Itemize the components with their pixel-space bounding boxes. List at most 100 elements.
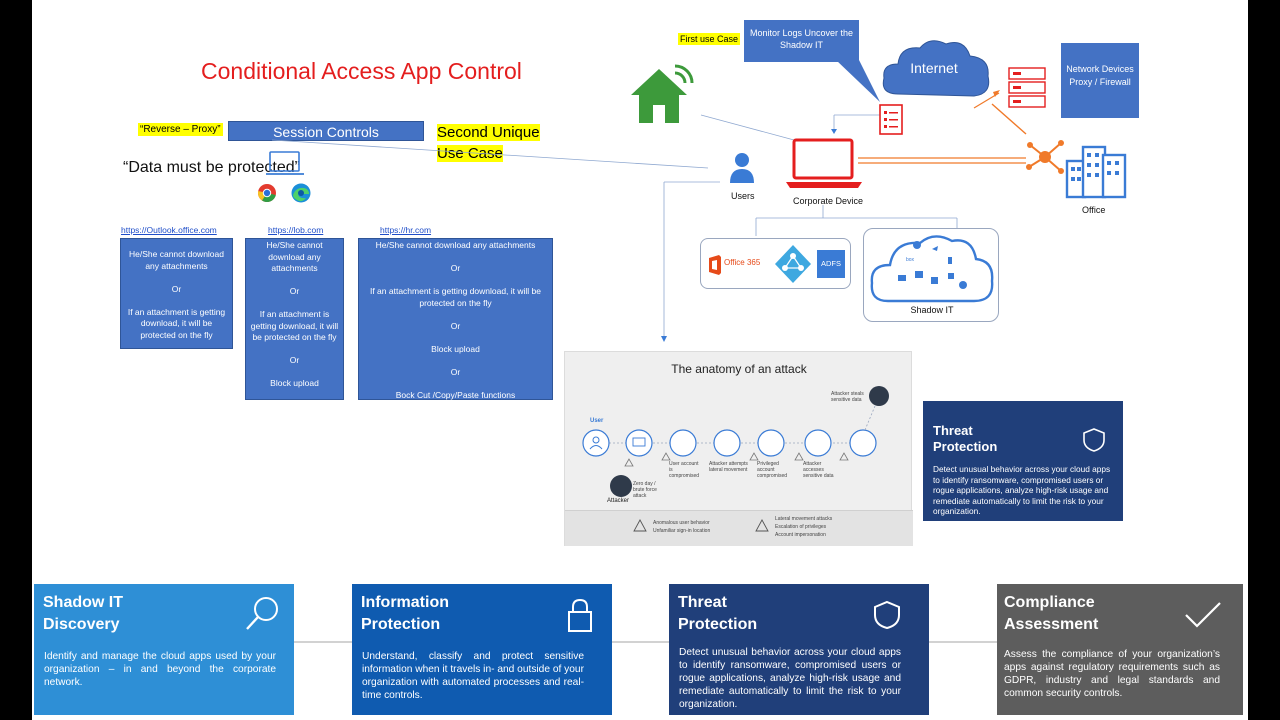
adfs-badge: ADFS [817, 250, 845, 278]
office-label: Office [1082, 205, 1106, 215]
policy-line: Or [171, 283, 182, 294]
attacker-label: Attacker [607, 498, 630, 504]
arrow-head [993, 90, 1000, 97]
arrow-head [661, 336, 667, 342]
lock-icon [568, 598, 592, 632]
log-file-icon [879, 104, 903, 135]
card-compliance-assessment: Compliance Assessment Assess the complia… [997, 584, 1243, 715]
site-url-outlook[interactable]: https://Outlook.office.com [121, 225, 217, 235]
arrow-head [831, 129, 837, 134]
slide: Conditional Access App Control “Reverse … [32, 0, 1248, 720]
card-shadow-it-discovery: Shadow IT Discovery Identify and manage … [34, 584, 294, 715]
search-icon [246, 597, 278, 630]
legend-left-1: Anomalous user behavior [653, 520, 710, 526]
privileged-node-icon [757, 429, 785, 457]
threat-protection-box: Threat Protection Detect unusual behavio… [923, 401, 1123, 521]
attack-flow-diagram [582, 386, 889, 497]
azure-ad-icon [775, 245, 811, 283]
office365-logo: Office 365 [707, 252, 764, 278]
legend-left-2: Unfamiliar sign-in location [653, 528, 711, 534]
checkmark-icon [1185, 602, 1221, 628]
shadow-it-box: box Shadow IT [863, 228, 999, 322]
card-heading: Compliance Assessment [1004, 594, 1099, 633]
connector-line [700, 114, 795, 141]
card-desc: Understand, classify and protect sensiti… [362, 651, 584, 701]
shield-icon [1083, 428, 1105, 452]
card-heading: Information Protection [361, 594, 449, 633]
card-heading: Shadow IT Discovery [43, 594, 123, 633]
attack-step-data: Attacker accesses sensitive data [803, 461, 834, 479]
user-icon [730, 153, 754, 183]
site-url-hr[interactable]: https://hr.com [380, 225, 432, 235]
policy-box-lob: He/She cannot download any attachments O… [245, 238, 344, 400]
legend-right-1: Lateral movement attacks [775, 516, 833, 522]
policy-line: If an attachment is getting download, it… [250, 309, 339, 342]
callout-pointer [836, 60, 880, 102]
internet-cloud-icon [882, 40, 990, 97]
attack-step-zero-day: Zero day / brute force attack [633, 481, 657, 499]
shadow-it-cloud-icon: box [870, 235, 994, 303]
policy-line: If an attachment is getting download, it… [369, 286, 542, 308]
card-information-protection: Information Protection Understand, class… [352, 584, 612, 715]
card-desc: Assess the compliance of your organizati… [1004, 649, 1220, 699]
card-desc: Detect unusual behavior across your clou… [679, 647, 901, 710]
attack-anatomy-panel: The anatomy of an attack User Attacker s… [564, 351, 913, 546]
site-url-lob[interactable]: https://lob.com [268, 225, 324, 235]
internet-label: Internet [910, 60, 958, 76]
policy-line: He/She cannot download any attachments [375, 240, 536, 250]
reverse-proxy-label: “Reverse – Proxy” [138, 123, 223, 136]
connector-line [991, 103, 1027, 135]
server-firewall-icon [1008, 67, 1046, 108]
policy-line: Or [450, 263, 461, 273]
policy-line: Bock Cut /Copy/Paste functions [395, 389, 516, 400]
page-title: Conditional Access App Control [201, 58, 522, 84]
lateral-node-icon [713, 429, 741, 457]
office-building-icon [1026, 140, 1127, 199]
users-label: Users [731, 191, 755, 201]
card-threat-protection: Threat Protection Detect unusual behavio… [669, 584, 929, 715]
policy-line: He/She cannot download any attachments [266, 240, 323, 273]
threat-protection-heading: Threat Protection [933, 423, 998, 454]
policy-line: Or [289, 355, 300, 365]
policy-line: Or [450, 366, 461, 377]
home-wifi-icon [631, 64, 694, 123]
policy-line: Block upload [270, 378, 319, 388]
data-protected-quote: “Data must be protected” [123, 159, 300, 176]
card-heading: Threat Protection [678, 594, 758, 633]
card-desc: Identify and manage the cloud apps used … [44, 651, 276, 688]
policy-box-outlook: He/She cannot download any attachments O… [120, 238, 233, 349]
warning-icon [755, 519, 769, 532]
corporate-device-label: Corporate Device [793, 196, 864, 206]
policy-line: Or [289, 286, 300, 296]
chrome-icon [257, 184, 276, 203]
attack-step-privileged: Privileged account compromised [757, 461, 788, 479]
session-controls-box: Session Controls [228, 121, 424, 141]
shield-icon [874, 600, 900, 630]
attacker-cloud-icon [869, 386, 889, 406]
policy-line: Or [450, 320, 461, 331]
legend-right-3: Account impersonation [775, 532, 826, 538]
legend-right-2: Escalation of privileges [775, 524, 827, 530]
attack-step-compromised: User account is compromised [669, 461, 700, 479]
office365-icon [709, 255, 721, 275]
threat-protection-desc: Detect unusual behavior across your clou… [933, 464, 1111, 516]
second-use-case-label: Second Unique Use Case [437, 122, 550, 164]
policy-box-hr: He/She cannot download any attachments O… [358, 238, 553, 400]
monitor-logs-box: Monitor Logs Uncover the Shadow IT [744, 20, 859, 62]
corporate-laptop-icon [786, 138, 862, 188]
exfil-node-icon [849, 429, 877, 457]
edge-icon [291, 183, 311, 203]
user-step-label: User [590, 418, 604, 424]
sanctioned-apps-box: Office 365 ADFS [700, 238, 851, 289]
attack-anatomy-title: The anatomy of an attack [671, 362, 807, 376]
policy-line: He/She cannot download any attachments [129, 249, 224, 271]
svg-text:box: box [906, 257, 915, 263]
policy-line: Block upload [431, 343, 480, 354]
first-use-case-label: First use Case [678, 33, 741, 45]
network-devices-box: Network Devices Proxy / Firewall [1061, 43, 1139, 118]
data-node-icon [804, 429, 832, 457]
compromised-node-icon [669, 429, 697, 457]
connector-line [271, 139, 709, 169]
attacker-node-icon [610, 475, 632, 497]
shadow-it-label: Shadow IT [910, 305, 954, 315]
